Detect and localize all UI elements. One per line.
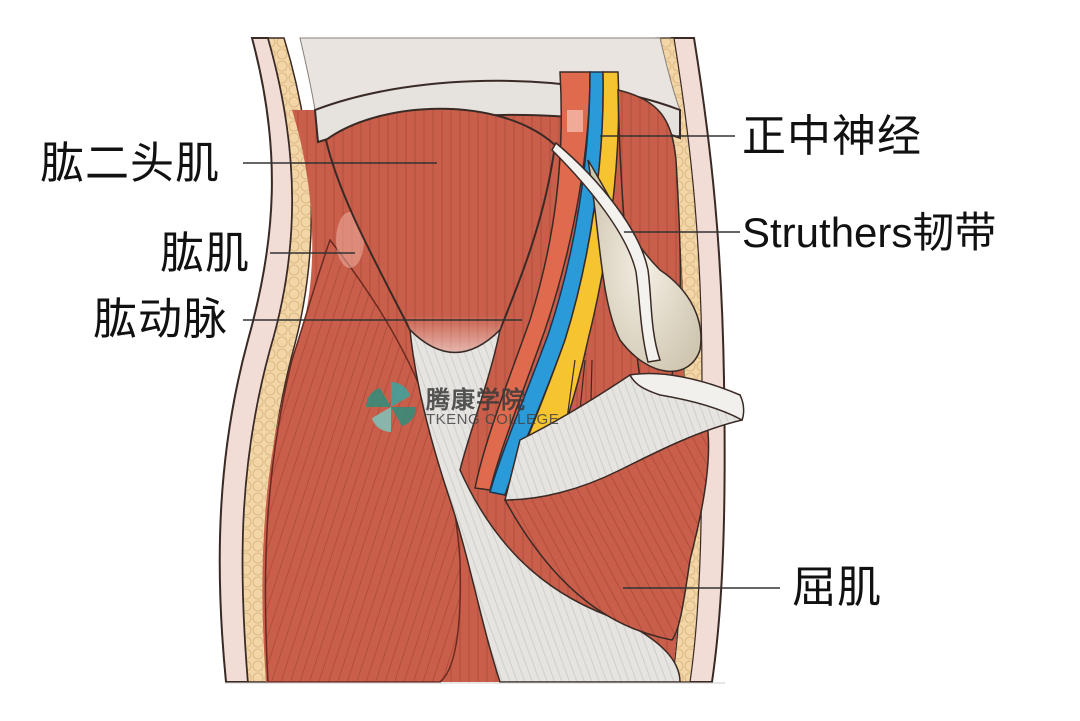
label-biceps: 肱二头肌	[40, 138, 220, 189]
watermark: 腾康学院 TKENG COLLEGE	[362, 378, 559, 436]
label-flexors: 屈肌	[792, 562, 882, 613]
label-brachial-artery: 肱动脉	[93, 294, 228, 345]
watermark-en: TKENG COLLEGE	[426, 410, 560, 428]
flexor-aponeurosis	[504, 374, 743, 501]
struthers-ligament	[551, 141, 661, 363]
leader-lines	[243, 135, 780, 589]
tkeng-logo-icon	[366, 382, 416, 432]
label-struthers-ligament: Struthers韧带	[742, 209, 997, 256]
label-median-nerve: 正中神经	[742, 111, 922, 162]
watermark-cn: 腾康学院	[426, 385, 526, 414]
label-brachialis: 肱肌	[160, 228, 250, 279]
